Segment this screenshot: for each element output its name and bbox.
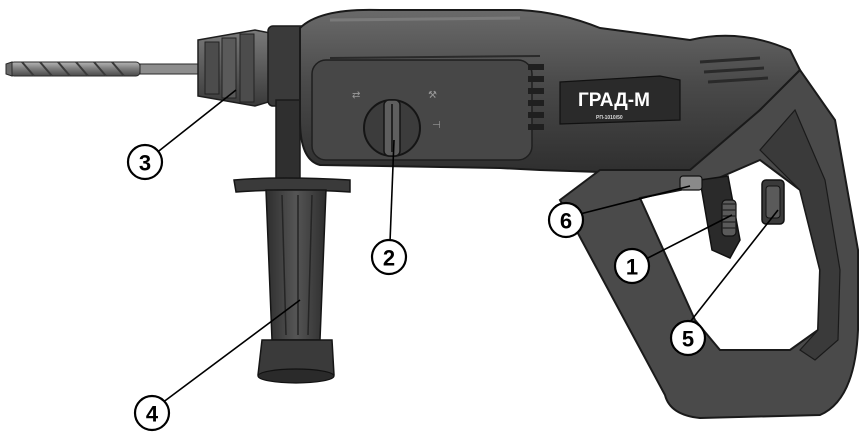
callout-3: 3 <box>126 143 164 181</box>
callout-2: 2 <box>370 238 408 276</box>
callout-6-label: 6 <box>560 209 572 234</box>
brand-plate <box>559 75 681 125</box>
callout-5-label: 5 <box>682 327 694 352</box>
leader-line-3 <box>149 89 237 159</box>
brand-label: ГРАД-М <box>578 90 650 111</box>
auxiliary-handle <box>233 177 351 384</box>
model-label: РП-1010/50 <box>596 115 623 121</box>
drill-bit <box>5 61 211 77</box>
callout-1: 1 <box>613 247 651 285</box>
mode-icon-hammer: ⚒ <box>428 90 437 101</box>
callout-2-label: 2 <box>383 246 395 271</box>
sds-chuck <box>197 29 276 107</box>
speed-wheel <box>721 199 737 237</box>
mode-selector-knob: ⇄ ⚒ ⊣ <box>352 90 441 157</box>
callout-6: 6 <box>547 201 585 239</box>
trigger-switch <box>699 175 741 259</box>
leader-line-5 <box>689 209 779 323</box>
leader-line-4 <box>157 299 301 407</box>
leader-line-2 <box>389 139 395 243</box>
leader-lines <box>149 89 779 407</box>
callout-3-label: 3 <box>139 151 151 176</box>
callout-4: 4 <box>133 394 171 432</box>
callout-5: 5 <box>669 319 707 357</box>
mode-icon-drill: ⇄ <box>352 90 360 101</box>
vent-slots <box>528 64 544 130</box>
leader-line-1 <box>639 214 733 263</box>
callout-4-label: 4 <box>146 402 159 427</box>
leader-line-6 <box>579 185 691 215</box>
callout-1-label: 1 <box>626 255 638 280</box>
mode-icon-chisel: ⊣ <box>432 120 441 131</box>
trigger-assembly <box>679 175 785 259</box>
